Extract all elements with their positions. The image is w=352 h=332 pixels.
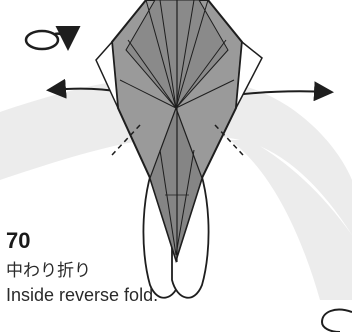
rotate-over-icon [26,31,68,49]
step-label-japanese: 中わり折り [6,256,91,281]
partial-rotate-icon [322,310,352,332]
step-number: 70 [6,228,30,254]
step-label-english: Inside reverse fold. [6,285,166,305]
